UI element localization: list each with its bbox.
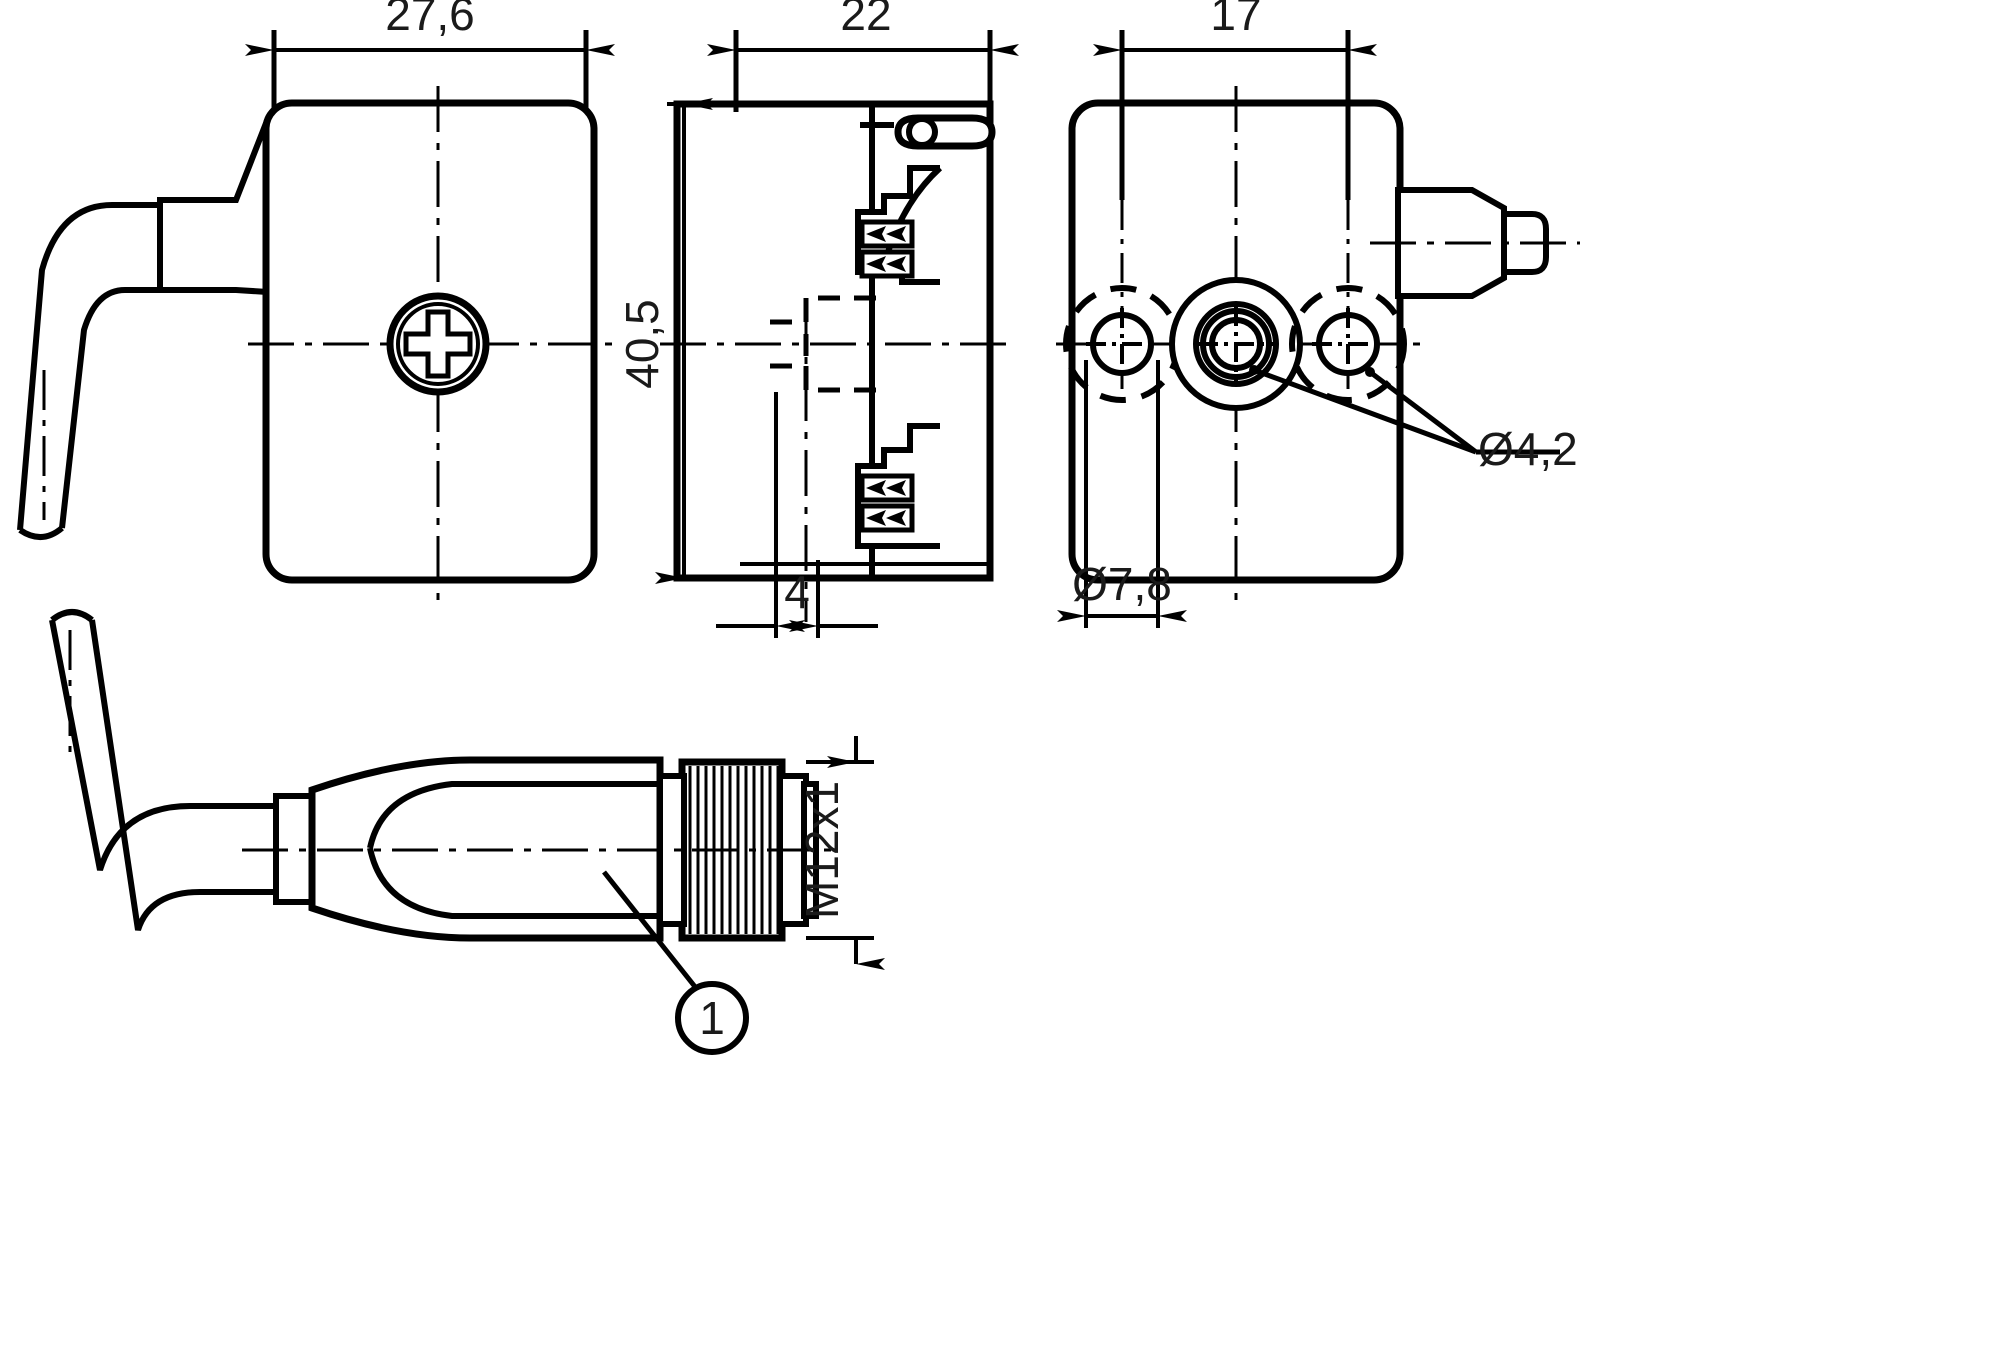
dimension-hole-spacing	[1093, 30, 1377, 200]
dimension-width-label: 27,6	[385, 0, 475, 40]
front-view	[17, 86, 614, 600]
dimension-depth	[707, 30, 1019, 112]
dimension-height	[655, 98, 862, 584]
item-balloon-1	[602, 870, 749, 1055]
side-view-latch-upper	[855, 165, 943, 285]
connector-view-cable-2	[89, 619, 278, 932]
dimension-latch-offset-label: 4	[784, 566, 810, 618]
dimension-hole-spacing-label: 17	[1210, 0, 1261, 40]
rear-view-hole-right	[1289, 285, 1407, 403]
dimension-latch-offset	[716, 392, 878, 638]
front-view-cable	[17, 202, 160, 540]
side-view-housing	[673, 100, 994, 582]
dimension-small-hole-dia-label: Ø4,2	[1478, 423, 1578, 475]
connector-view	[49, 609, 840, 942]
front-view-strain-relief	[157, 116, 271, 296]
dimension-large-hole-dia-label: Ø7,8	[1072, 558, 1172, 610]
dimension-width	[245, 30, 615, 112]
connector-view-cable	[49, 619, 278, 871]
connector-body-inner-contour	[367, 781, 660, 849]
dimension-small-hole-dia-leaders	[1249, 365, 1560, 455]
side-view-latch-lower	[855, 423, 940, 549]
dimension-depth-label: 22	[840, 0, 891, 40]
item-balloon-1-label: 1	[699, 992, 725, 1044]
dimension-height-label: 40,5	[616, 299, 668, 389]
dimension-thread-label: M12x1	[796, 781, 848, 919]
dimension-thread	[806, 736, 885, 970]
side-view-slot	[860, 114, 996, 150]
front-view-adjustment-screw	[386, 292, 490, 396]
rear-view	[1056, 86, 1580, 628]
side-view	[660, 100, 1010, 622]
rear-view-center-boss	[1169, 277, 1303, 411]
